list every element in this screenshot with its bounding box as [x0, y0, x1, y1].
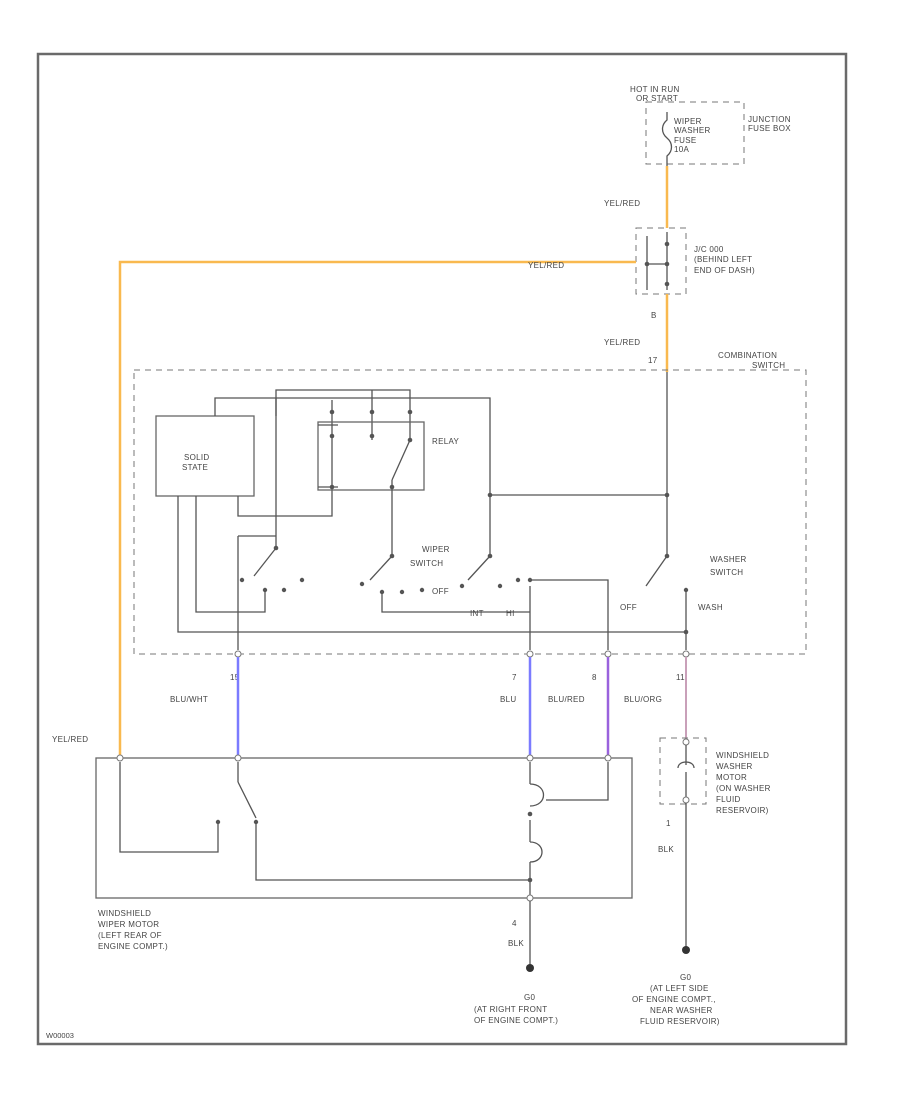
ground-left-side-label-4: NEAR WASHER: [650, 1006, 713, 1015]
pin-cs-blu-red: 8: [592, 673, 597, 682]
pin-wm-gnd: 4: [512, 919, 517, 928]
relay-label: RELAY: [432, 437, 460, 446]
wiper-switch-label-1: WIPER: [422, 545, 450, 554]
wiper-motor: [95, 754, 633, 902]
hot-in-run-label-2: OR START: [636, 94, 678, 103]
fuse-box-label-2: FUSE BOX: [748, 124, 791, 133]
fuse-label-4: 10A: [674, 145, 689, 154]
jc-label-3: END OF DASH): [694, 266, 755, 275]
wire-label-yel-red-motor: YEL/RED: [52, 735, 88, 744]
pin-cs-blu-org: 11: [676, 673, 685, 682]
wire-label-blu-wht: BLU/WHT: [170, 695, 208, 704]
jc-label-2: (BEHIND LEFT: [694, 255, 752, 264]
solid-state-module: [155, 415, 255, 497]
washer-motor-label-3: MOTOR: [716, 773, 747, 782]
fuse-label-2: WASHER: [674, 126, 711, 135]
ground-left-side-label-2: (AT LEFT SIDE: [650, 984, 709, 993]
pin-washer-gnd: 1: [666, 819, 671, 828]
ground-left-side-label-3: OF ENGINE COMPT.,: [632, 995, 716, 1004]
wire-yel-red-horizontal: [118, 260, 636, 758]
washer-switch-label-2: SWITCH: [710, 568, 743, 577]
wire-label-yel-red-jc: YEL/RED: [528, 261, 564, 270]
washer-switch-label-1: WASHER: [710, 555, 747, 564]
jc-label-1: J/C 000: [694, 245, 724, 254]
wire-label-blu: BLU: [500, 695, 516, 704]
wash-label: WASH: [698, 603, 723, 612]
wiper-motor-label-1: WINDSHIELD: [98, 909, 151, 918]
wire-label-yel-red-mid: YEL/RED: [604, 338, 640, 347]
junction-fuse-box: HOT IN RUN OR START WIPER WASHER FUSE 10…: [630, 85, 791, 166]
washer-motor-label-1: WINDSHIELD: [716, 751, 769, 760]
combination-switch-label-2: SWITCH: [752, 361, 785, 370]
combination-switch-label-1: COMBINATION: [718, 351, 777, 360]
wire-label-blu-red: BLU/RED: [548, 695, 585, 704]
combination-switch: COMBINATION SWITCH SOLID STATE RELAY: [133, 351, 807, 655]
ground-right-front-label-1: G0: [524, 993, 536, 1002]
wiper-motor-label-4: ENGINE COMPT.): [98, 942, 168, 951]
fuse-box-label-1: JUNCTION: [748, 115, 791, 124]
int-label: INT: [470, 609, 484, 618]
washer-motor-label-6: RESERVOIR): [716, 806, 769, 815]
diagram-frame: [36, 52, 848, 1046]
pin-cs-top: 17: [648, 356, 658, 365]
wiper-switch-label-2: SWITCH: [410, 559, 443, 568]
washer-motor-label-5: FLUID: [716, 795, 741, 804]
ground-icon-left-side: [682, 946, 690, 954]
wire-label-blu-org: BLU/ORG: [624, 695, 662, 704]
washer-motor: [659, 737, 707, 805]
wire-label-blk-motor: BLK: [508, 939, 524, 948]
hot-in-run-label-1: HOT IN RUN: [630, 85, 680, 94]
ground-right-front-label-2: (AT RIGHT FRONT: [474, 1005, 547, 1014]
ground-right-front-label-3: OF ENGINE COMPT.): [474, 1016, 558, 1025]
wiper-motor-label-2: WIPER MOTOR: [98, 920, 159, 929]
fuse-label-3: FUSE: [674, 136, 697, 145]
wire-label-blk-washer: BLK: [658, 845, 674, 854]
solid-state-label-2: STATE: [182, 463, 208, 472]
pin-cs-blu-wht: 15: [230, 673, 240, 682]
pin-cs-blu: 7: [512, 673, 517, 682]
wire-label-yel-red-top: YEL/RED: [604, 199, 640, 208]
ground-left-side-label-5: FLUID RESERVOIR): [640, 1017, 720, 1026]
wiper-motor-label-3: (LEFT REAR OF: [98, 931, 162, 940]
diagram-id: W00003: [46, 1031, 74, 1040]
relay-box: [317, 421, 425, 491]
jc-pin-b: B: [651, 311, 657, 320]
washer-motor-label-2: WASHER: [716, 762, 753, 771]
fuse-symbol: [661, 112, 673, 166]
ground-left-side-label-1: G0: [680, 973, 692, 982]
off-right-label: OFF: [620, 603, 637, 612]
solid-state-label-1: SOLID: [184, 453, 210, 462]
off-left-label: OFF: [432, 587, 449, 596]
ground-icon-right-front: [526, 964, 534, 972]
joint-connector: J/C 000 (BEHIND LEFT END OF DASH) B: [635, 227, 755, 320]
washer-motor-label-4: (ON WASHER: [716, 784, 771, 793]
hi-label: HI: [506, 609, 515, 618]
fuse-label-1: WIPER: [674, 117, 702, 126]
